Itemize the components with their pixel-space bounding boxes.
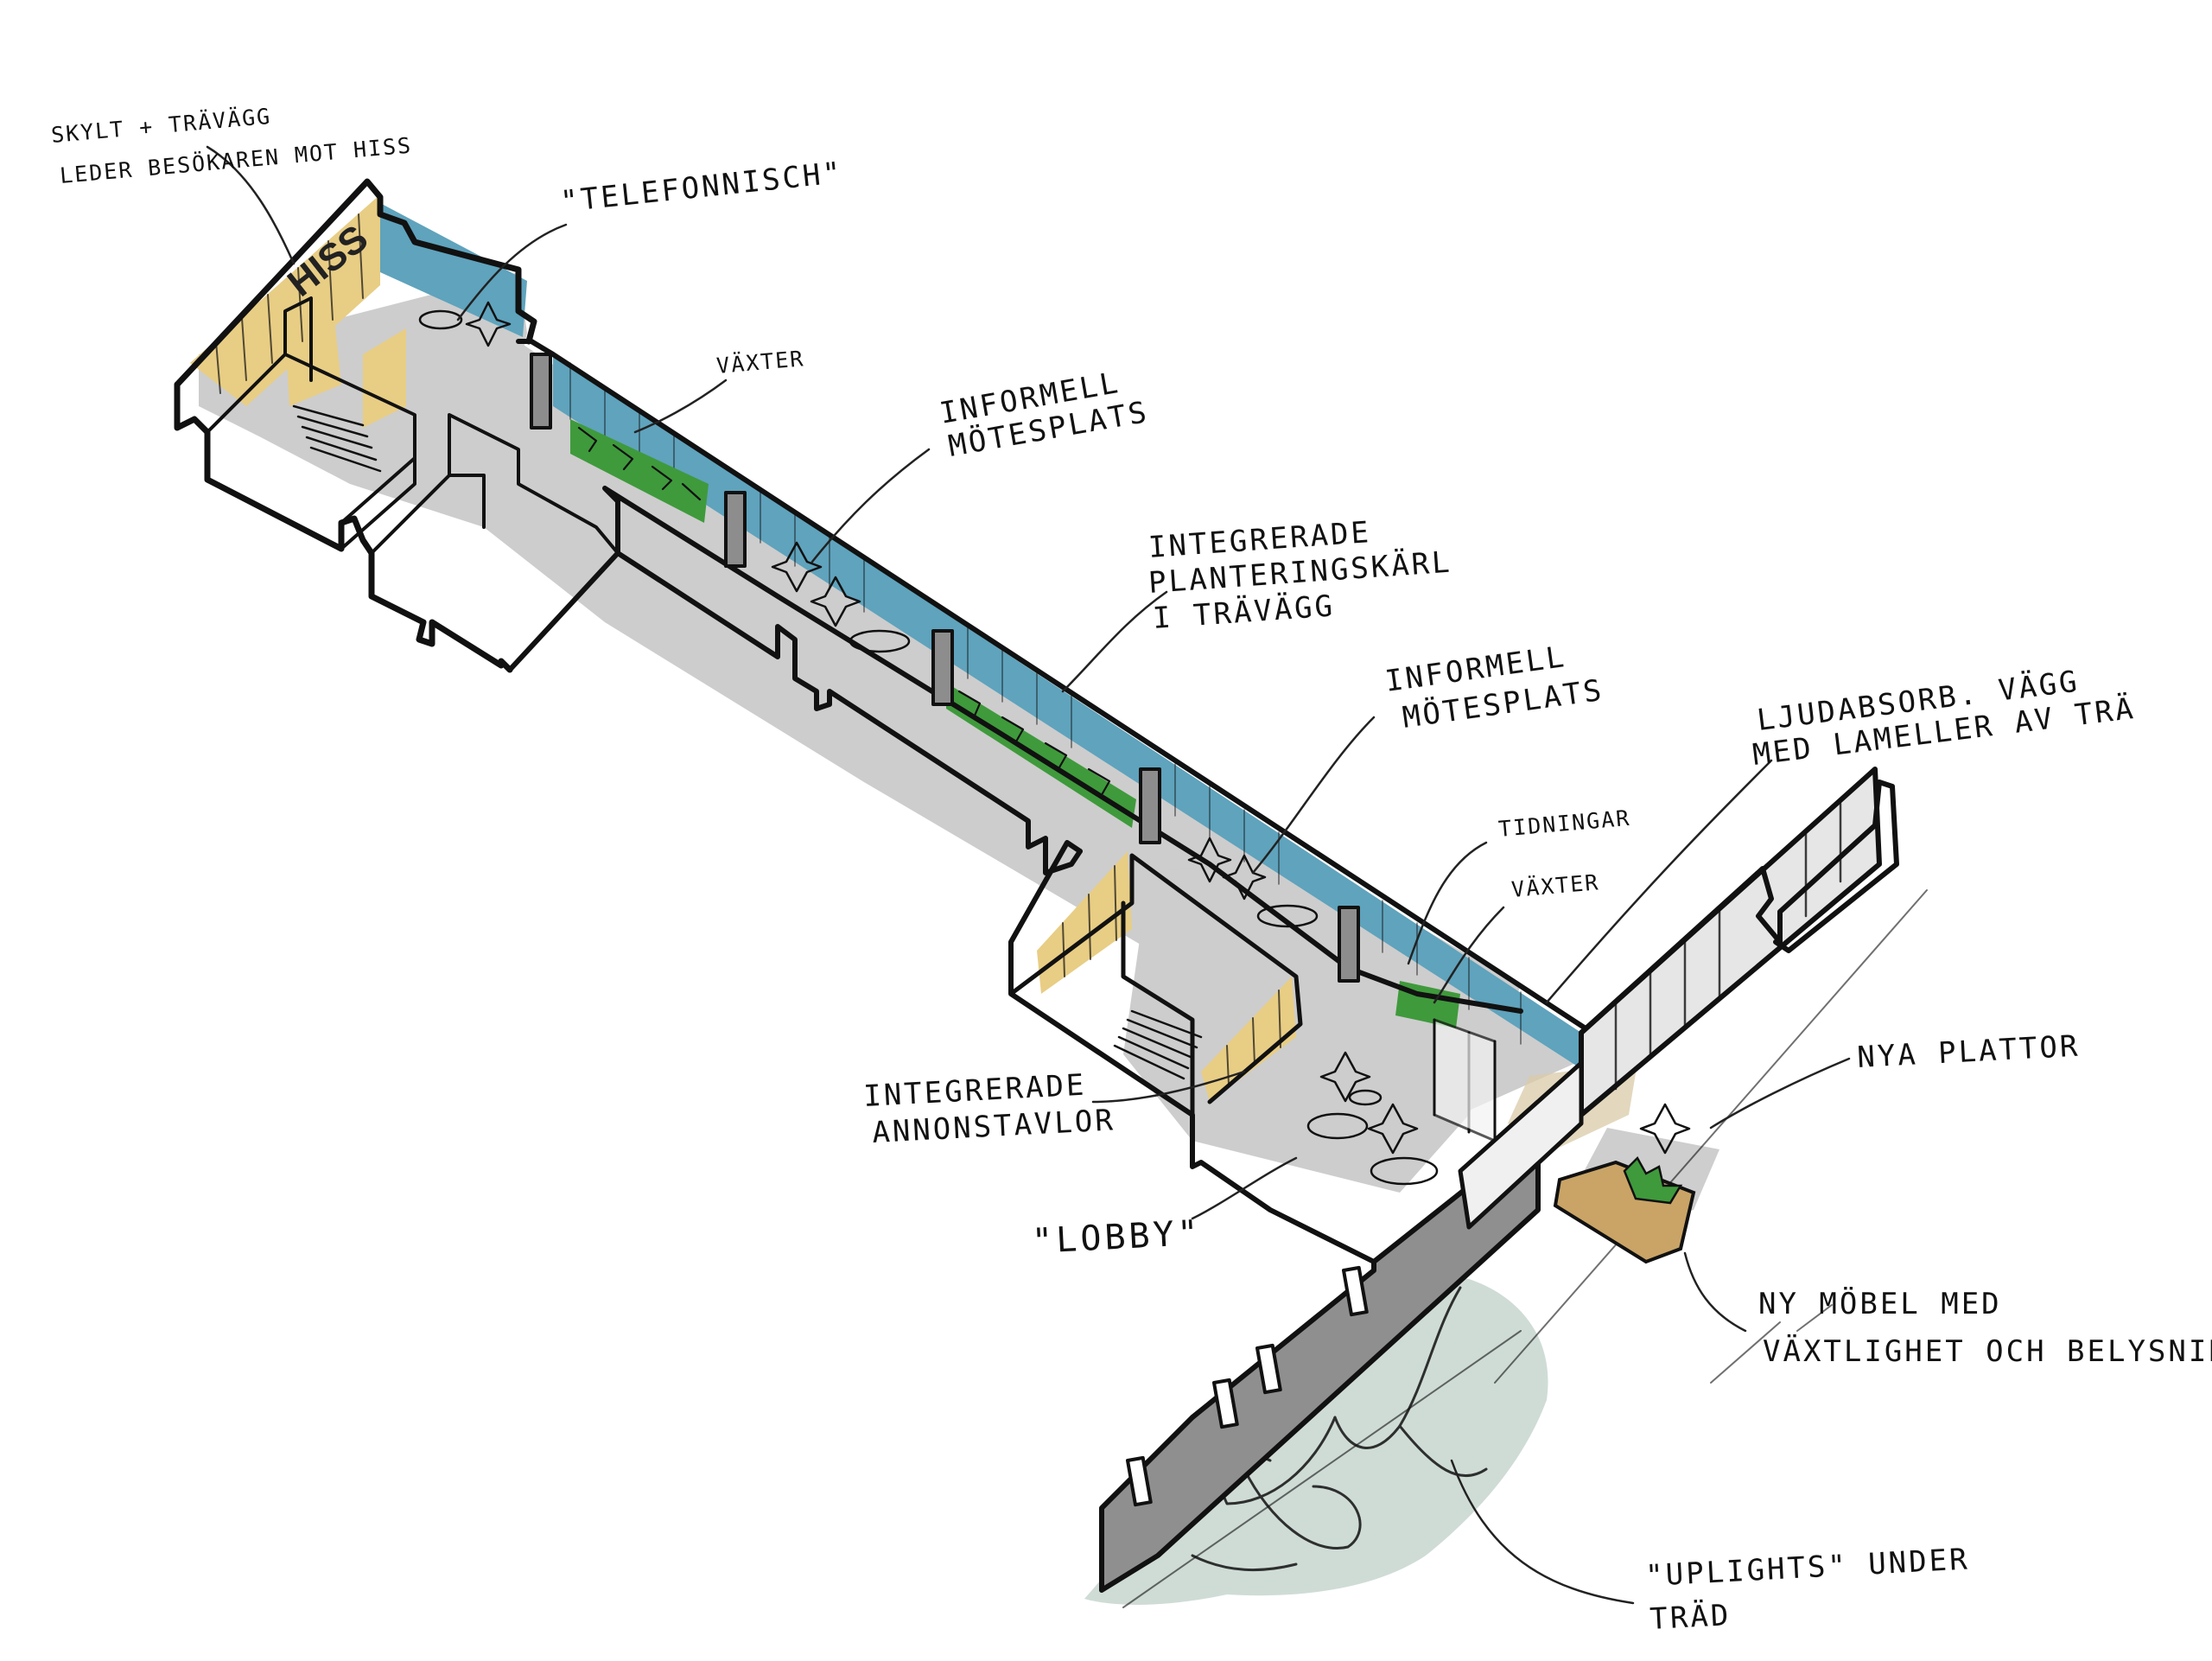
label-vaxter-top: VÄXTER bbox=[715, 346, 805, 379]
label-uplights-line2: TRÄD bbox=[1649, 1598, 1732, 1637]
facade bbox=[1099, 767, 1928, 1608]
acoustic-wall bbox=[380, 203, 1586, 1072]
label-sign-line1: SKYLT + TRÄVÄGG bbox=[50, 104, 272, 148]
label-telefonnisch: "TELEFONNISCH" bbox=[559, 156, 845, 220]
furniture bbox=[418, 301, 1696, 1264]
label-ny-mobel-line1: NY MÖBEL MED bbox=[1758, 1286, 2002, 1321]
label-lobby: "LOBBY" bbox=[1031, 1213, 1203, 1262]
label-ny-mobel-line2: VÄXTLIGHET OCH BELYSNING bbox=[1763, 1334, 2212, 1369]
leader-lines bbox=[206, 145, 1851, 1605]
label-nya-plattor: NYA PLATTOR bbox=[1856, 1029, 2081, 1075]
label-tidningar: TIDNINGAR bbox=[1497, 805, 1631, 842]
label-vaxter-mid: VÄXTER bbox=[1510, 869, 1600, 902]
annotations: SKYLT + TRÄVÄGG LEDER BESÖKAREN MOT HISS… bbox=[50, 104, 2212, 1637]
label-uplights-line1: "UPLIGHTS" UNDER bbox=[1644, 1542, 1970, 1594]
